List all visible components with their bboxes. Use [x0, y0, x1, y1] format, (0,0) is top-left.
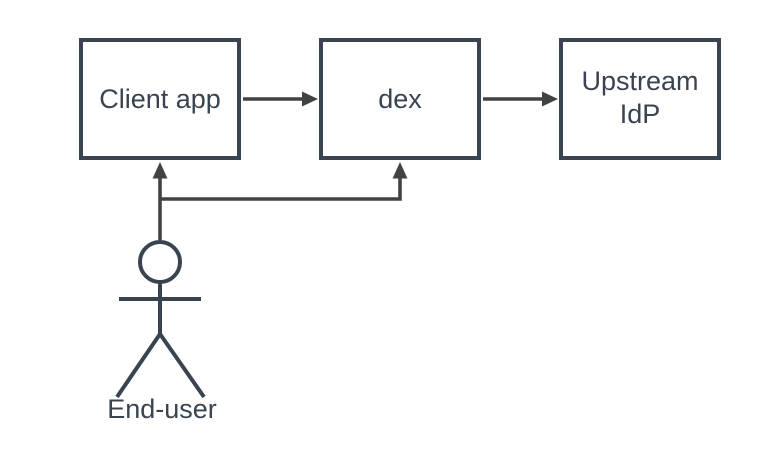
node-client-app: Client app	[79, 38, 241, 160]
node-dex: dex	[319, 38, 481, 160]
actor-head-icon	[138, 240, 182, 284]
node-upstream-idp-label-line2: IdP	[620, 99, 661, 129]
arrowhead-right-icon	[542, 91, 558, 107]
edge-client-app-to-dex	[243, 91, 318, 107]
node-upstream-idp-box	[559, 38, 721, 160]
arrowhead-up-icon	[152, 162, 168, 179]
node-client-app-label: Client app	[99, 84, 221, 114]
arrowhead-up-icon	[392, 162, 408, 179]
edge-dex-to-upstream-idp	[483, 91, 558, 107]
actor-left-leg-icon	[115, 332, 162, 399]
actor-right-leg-icon	[158, 332, 206, 399]
actor-end-user: End-user	[107, 240, 217, 424]
node-upstream-idp: Upstream IdP	[559, 38, 721, 160]
edge-line	[160, 178, 402, 201]
node-dex-box	[319, 38, 481, 160]
edge-end-user-to-client-app	[152, 162, 168, 240]
node-dex-label: dex	[378, 84, 422, 114]
edge-end-user-to-dex	[160, 162, 408, 201]
node-client-app-box	[79, 38, 241, 160]
arrowhead-right-icon	[302, 91, 318, 107]
actor-end-user-label: End-user	[107, 394, 217, 424]
node-upstream-idp-label-line1: Upstream	[581, 66, 698, 96]
